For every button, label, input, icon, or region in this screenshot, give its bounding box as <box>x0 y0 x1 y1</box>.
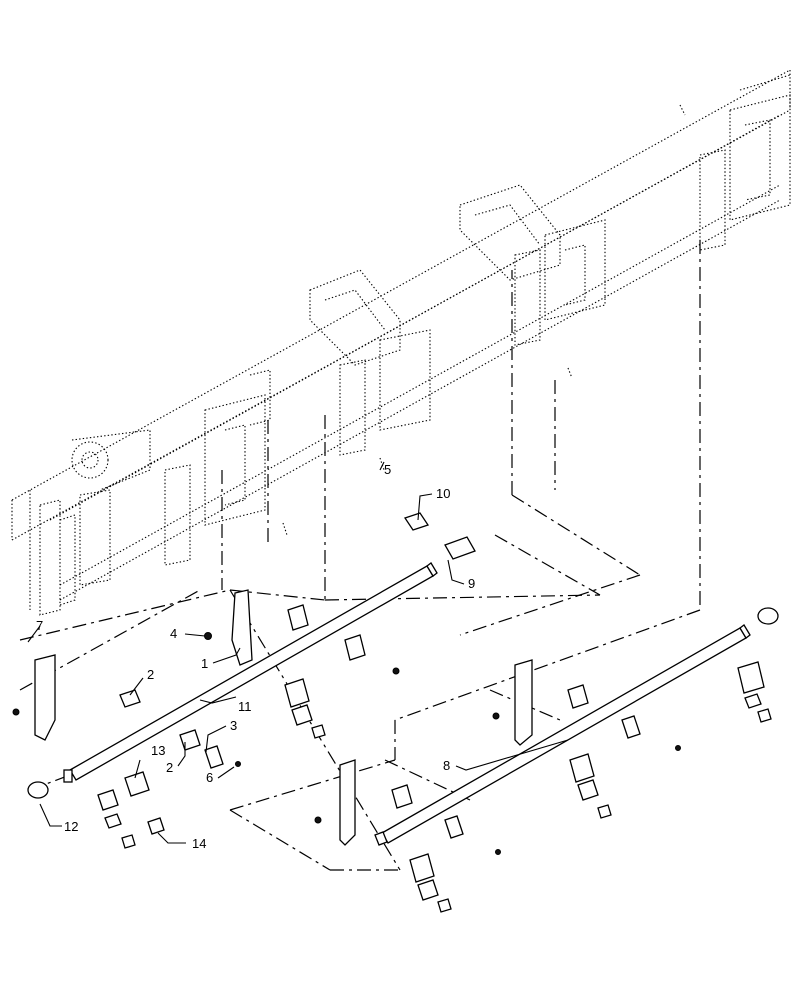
callout-1: 1 <box>201 656 208 671</box>
callouts: 1 2 2 3 4 5 6 7 8 9 10 11 12 13 14 <box>36 462 475 851</box>
valve-fitting <box>403 512 476 560</box>
callout-8: 8 <box>443 758 450 773</box>
callout-5: 5 <box>384 462 391 477</box>
callout-9: 9 <box>468 576 475 591</box>
callout-4: 4 <box>170 626 177 641</box>
right-shaft-assembly <box>314 607 779 913</box>
callout-2a: 2 <box>147 667 154 682</box>
toolbar-frame <box>11 69 791 616</box>
callout-2b: 2 <box>166 760 173 775</box>
left-shaft-assembly <box>12 562 438 849</box>
leader-lines <box>27 461 569 844</box>
callout-14: 14 <box>192 836 206 851</box>
callout-3: 3 <box>230 718 237 733</box>
callout-13: 13 <box>151 743 165 758</box>
alignment-lines <box>19 240 701 871</box>
callout-12: 12 <box>64 819 78 834</box>
callout-6: 6 <box>206 770 213 785</box>
callout-10: 10 <box>436 486 450 501</box>
callout-11: 11 <box>238 699 252 714</box>
callout-7: 7 <box>36 618 43 633</box>
